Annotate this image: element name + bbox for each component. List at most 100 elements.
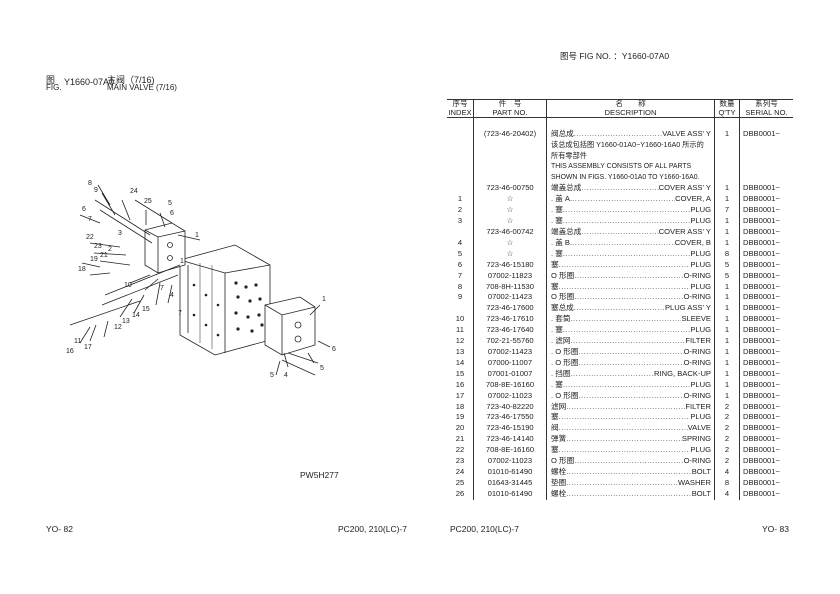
row-name-en: O-RING	[683, 456, 711, 466]
assembly-part-no: (723-46-20402)	[473, 128, 547, 140]
row-name-cn: 垫圈	[551, 477, 567, 487]
header-serial-en: SERIAL NO.	[739, 108, 793, 118]
row-qty: 1	[714, 357, 740, 369]
table-row: 3☆. 塞PLUG1DBB0001~	[447, 216, 793, 228]
row-index: 15	[447, 368, 474, 380]
row-name-en: BOLT	[691, 466, 711, 476]
row-index: 13	[447, 347, 474, 358]
row-name-cn: . 滤网	[551, 336, 571, 346]
row-name-cn: 塞总成	[551, 303, 574, 313]
leader-dots	[563, 205, 690, 216]
leader-dots	[563, 325, 690, 336]
callout-label: 6	[332, 346, 336, 353]
callout-label: 6	[82, 206, 86, 213]
row-name-cn: 塞	[551, 259, 559, 269]
row-index: 16	[447, 379, 474, 391]
row-name-cn: 螺栓	[551, 488, 567, 498]
row-name-cn: . O 形圈	[551, 357, 579, 367]
row-serial: DBB0001~	[743, 466, 780, 476]
row-part-no: 723-46-00742	[473, 227, 547, 238]
row-serial: DBB0001~	[743, 248, 780, 258]
row-serial: DBB0001~	[743, 445, 780, 455]
callout-label: 18	[78, 266, 86, 273]
leader-dots	[574, 303, 665, 314]
row-serial: DBB0001~	[743, 314, 780, 324]
row-part-no: ☆	[473, 205, 547, 217]
callout-label: 5	[320, 365, 324, 372]
row-part-no: 07002-11023	[473, 456, 547, 467]
row-qty: 1	[714, 325, 740, 337]
leader-dots	[566, 434, 682, 445]
leader-dots	[570, 369, 654, 380]
row-part-no: 07002-11823	[473, 270, 547, 282]
row-part-no: 708-8E-16160	[473, 445, 547, 457]
row-name-en: SPRING	[681, 434, 711, 444]
row-serial: DBB0001~	[743, 357, 780, 367]
callout-label: 10	[124, 282, 132, 289]
row-name-en: O-RING	[683, 347, 711, 357]
row-serial: DBB0001~	[743, 488, 780, 498]
callout-label: 1	[322, 296, 326, 303]
row-part-no: ☆	[473, 248, 547, 260]
row-qty: 1	[714, 347, 740, 358]
figure-title-cn: 主阀（7/16)	[107, 75, 155, 85]
row-part-no: 723-40-82220	[473, 401, 547, 413]
leader-dots	[574, 292, 683, 303]
row-part-no: ☆	[473, 194, 547, 206]
leader-dots	[559, 282, 691, 293]
row-name-cn: . 挡圈	[551, 368, 571, 378]
row-qty: 4	[714, 466, 740, 478]
row-index: 2	[447, 205, 474, 217]
row-name-en: PLUG	[690, 412, 711, 422]
callout-label: 15	[142, 306, 150, 313]
row-index	[447, 183, 474, 195]
row-serial: DBB0001~	[743, 390, 780, 400]
callout-label: 7	[160, 285, 164, 292]
row-index: 11	[447, 325, 474, 337]
row-serial: DBB0001~	[743, 205, 780, 215]
row-index: 8	[447, 281, 474, 293]
row-name-cn: . 盖 B.	[551, 237, 573, 247]
row-name-cn: 塞	[551, 412, 559, 422]
row-name-cn: 塞	[551, 445, 559, 455]
row-qty: 7	[714, 205, 740, 217]
row-part-no: 702-21-55760	[473, 336, 547, 348]
parts-table: 序号 件 号 名 称 数量 系列号 INDEX PART NO. DESCRIP…	[447, 99, 793, 500]
fig-label-en: FIG.	[46, 83, 62, 92]
assembly-note-row: 所有零部件	[447, 150, 793, 162]
header-index-en: INDEX	[447, 107, 474, 118]
row-serial: DBB0001~	[743, 292, 780, 302]
callout-label: 25	[144, 198, 152, 205]
row-qty: 1	[714, 281, 740, 293]
row-serial: DBB0001~	[743, 216, 780, 226]
leader-dots	[572, 194, 675, 205]
assembly-qty: 1	[714, 128, 740, 140]
row-qty: 1	[714, 227, 740, 238]
leader-dots	[563, 216, 690, 227]
leader-dots	[574, 456, 683, 467]
row-index: 19	[447, 412, 474, 424]
row-name-en: RING, BACK-UP	[654, 368, 711, 378]
row-qty: 2	[714, 445, 740, 457]
callout-label: 24	[130, 188, 138, 195]
spacer-row	[447, 117, 793, 129]
table-row: 2☆. 塞PLUG7DBB0001~	[447, 205, 793, 217]
row-serial: DBB0001~	[743, 379, 780, 389]
row-name-cn: 阀	[551, 423, 559, 433]
table-header-en: INDEX PART NO. DESCRIPTION Q'TY SERIAL N…	[447, 107, 793, 118]
leader-dots	[574, 129, 662, 140]
row-name-en: PLUG	[690, 281, 711, 291]
row-part-no: 01010-61490	[473, 466, 547, 478]
row-index	[447, 227, 474, 238]
callout-label: 7	[88, 216, 92, 223]
